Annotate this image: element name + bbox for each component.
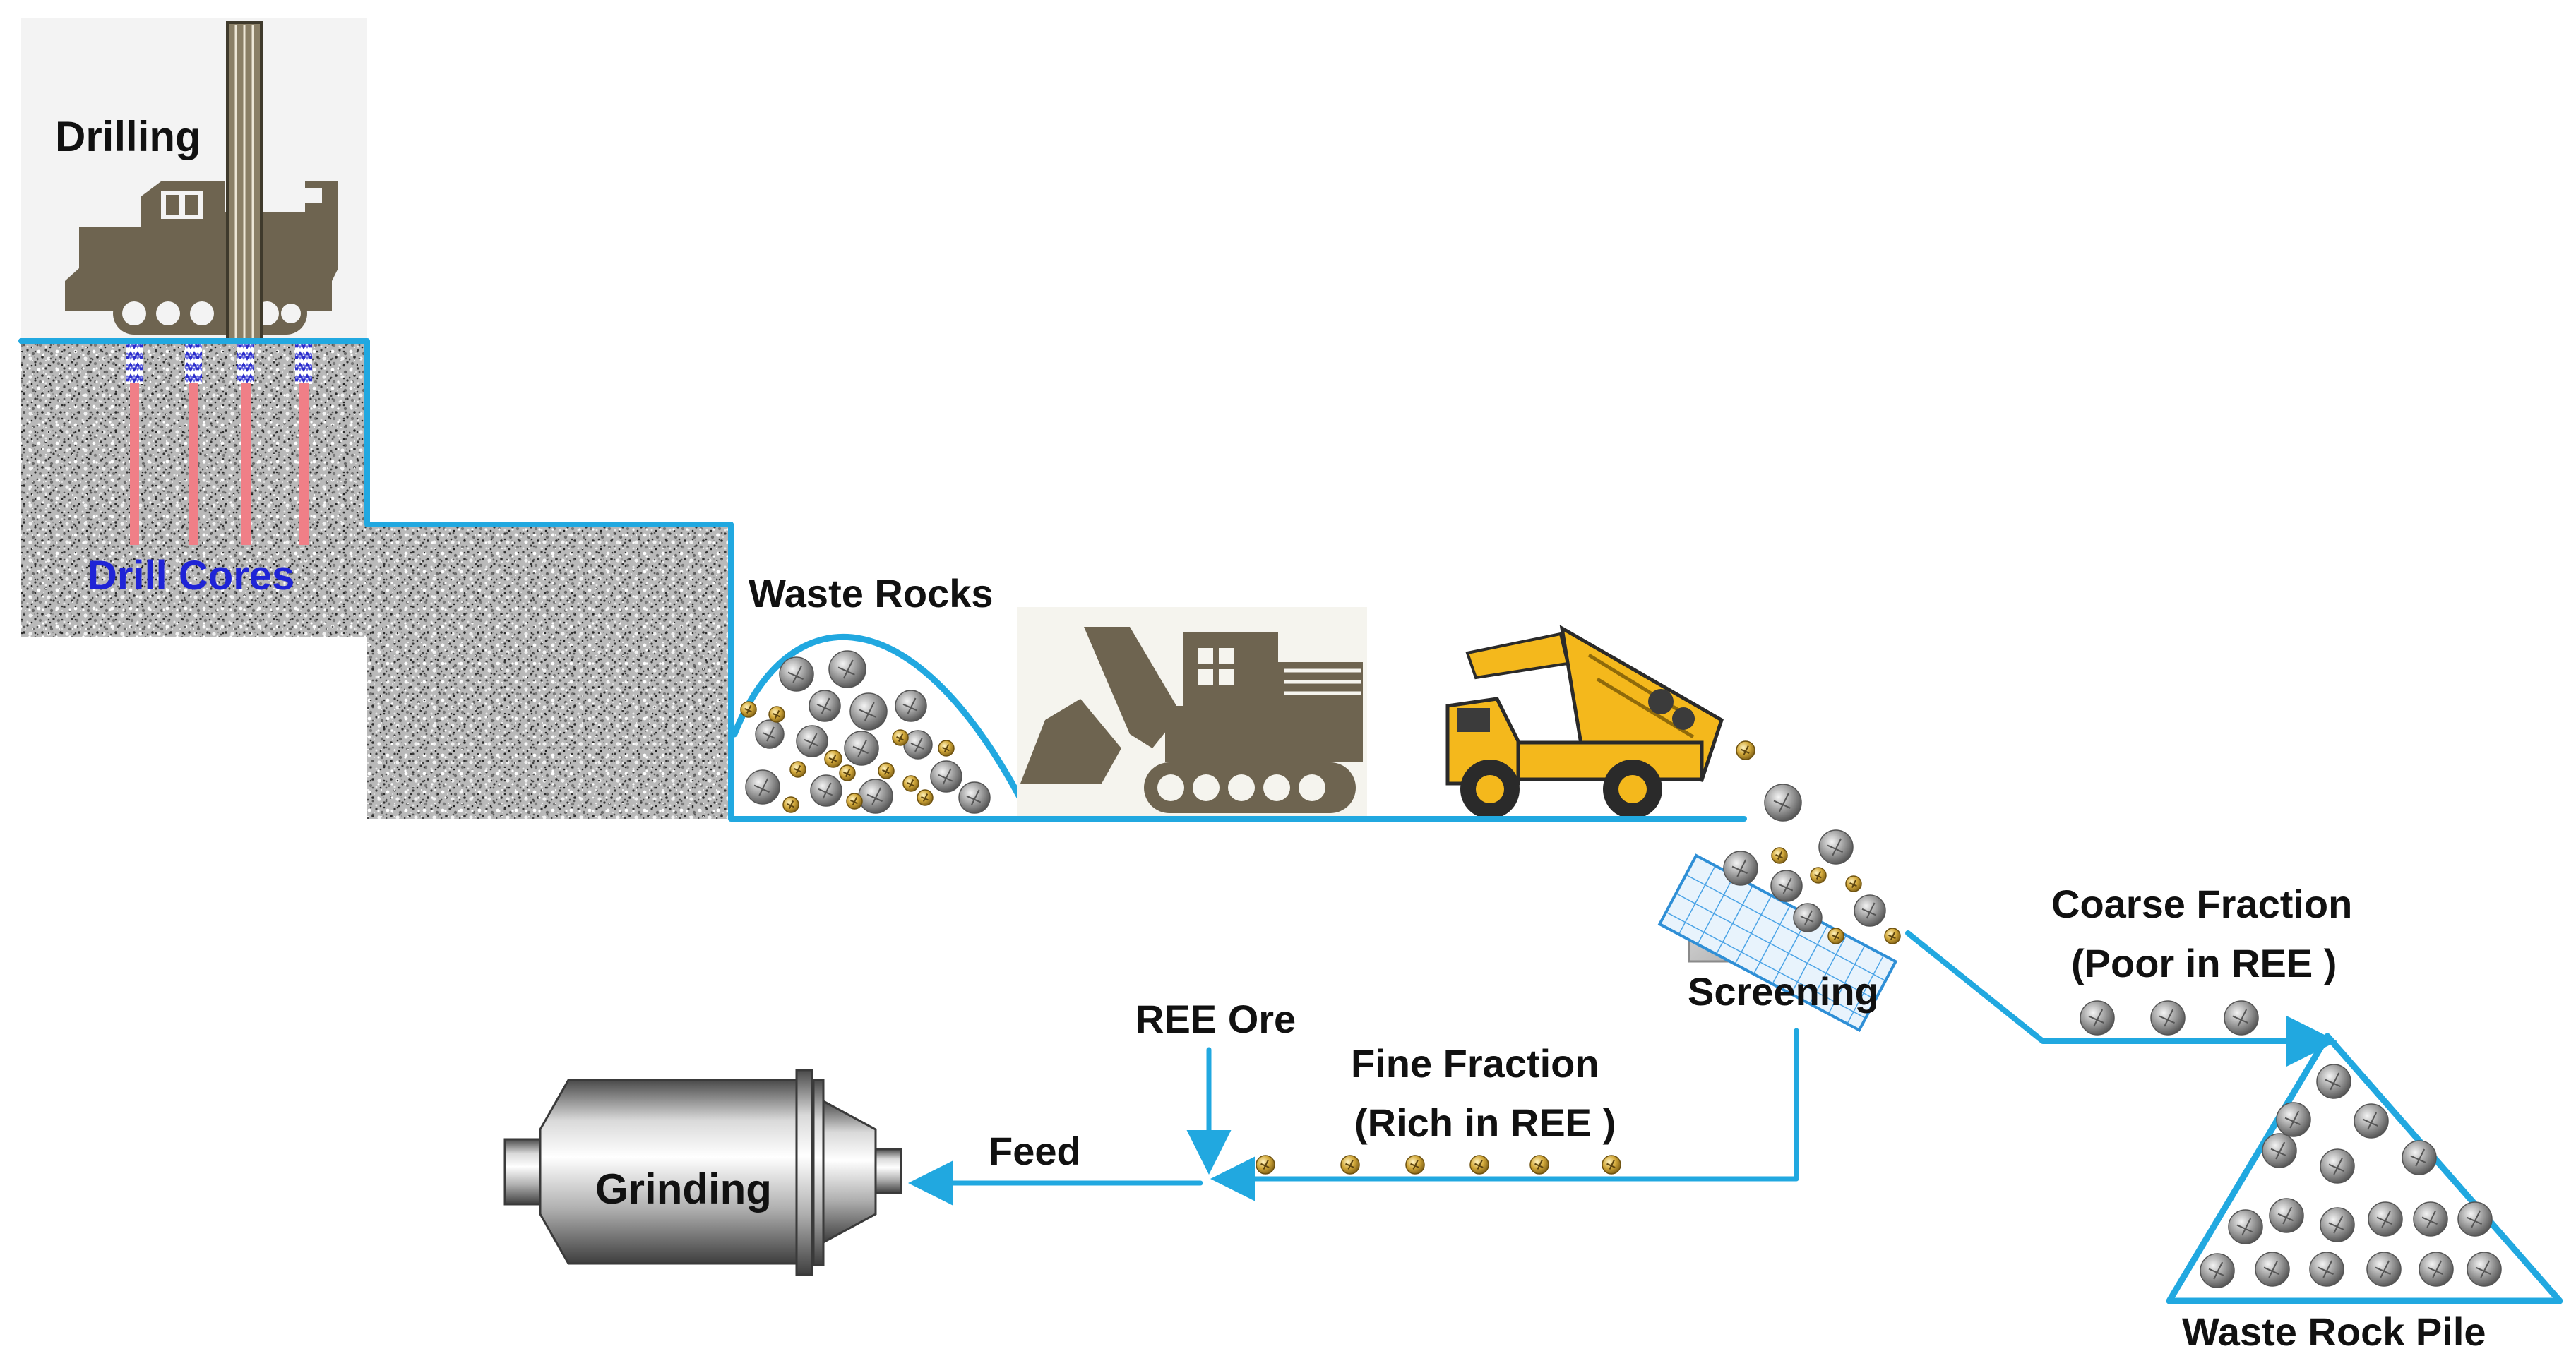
rock-particle	[2457, 1201, 2493, 1237]
rock-particle	[844, 731, 879, 766]
rock-particle	[1770, 870, 1803, 902]
ore-particle	[1771, 847, 1788, 864]
coarse-fraction-particles	[2080, 1000, 2259, 1036]
rock-particle	[755, 719, 785, 749]
rock-particle	[2080, 1000, 2115, 1036]
fine-fraction-particles	[1256, 1155, 1621, 1175]
rock-particle	[796, 725, 828, 757]
rock-particle	[2262, 1133, 2297, 1168]
rock-particle	[2200, 1253, 2235, 1288]
drill-core	[299, 383, 309, 545]
rock-particle	[1818, 829, 1854, 865]
coarse-fraction-note: (Poor in REE )	[2071, 941, 2337, 985]
fine-fraction-note: (Rich in REE )	[1354, 1100, 1616, 1145]
rock-particle	[1723, 851, 1758, 886]
rock-particle	[849, 692, 888, 731]
excavator-icon	[1017, 607, 1367, 819]
ore-particle	[902, 775, 919, 792]
ore-particle	[1827, 928, 1844, 944]
waste-rock-pile-label: Waste Rock Pile	[2182, 1309, 2486, 1354]
rock-particle	[809, 690, 841, 722]
drilling-label: Drilling	[55, 113, 201, 160]
rock-particle	[1854, 894, 1886, 927]
rock-particle	[2276, 1102, 2311, 1137]
rock-particle	[2413, 1201, 2448, 1237]
ree-ore-label: REE Ore	[1135, 997, 1296, 1041]
waste-rock-pile	[2166, 1033, 2563, 1304]
screen-deck-icon	[1657, 829, 1901, 1033]
rock-particle	[1764, 784, 1802, 822]
ore-particle	[1884, 928, 1901, 944]
drill-cores-label: Drill Cores	[88, 553, 294, 599]
rock-particle	[2320, 1207, 2355, 1242]
ore-particle	[917, 789, 934, 806]
ball-mill-icon	[503, 1069, 902, 1276]
ore-particle	[1810, 867, 1827, 884]
ore-particle	[740, 701, 757, 718]
rock-particle	[958, 781, 991, 814]
drill-core	[242, 383, 251, 545]
rock-particle	[2419, 1252, 2454, 1287]
ore-particle	[878, 762, 895, 779]
rock-particle	[2320, 1148, 2355, 1184]
feed-label: Feed	[989, 1129, 1081, 1173]
drill-core	[189, 383, 198, 545]
drill-rig-icon	[65, 21, 338, 344]
rock-particle	[2366, 1252, 2402, 1287]
ore-particle	[768, 706, 785, 723]
waste-rocks-label: Waste Rocks	[749, 571, 994, 616]
rock-particle	[903, 730, 933, 760]
ore-particle	[846, 793, 863, 810]
rock-particle	[2402, 1140, 2437, 1175]
rock-particle	[2269, 1198, 2304, 1233]
screening-label: Screening	[1688, 969, 1879, 1014]
drill-core	[130, 383, 139, 545]
rock-particle	[2467, 1252, 2502, 1287]
ore-particle	[1602, 1155, 1621, 1175]
ore-particle	[892, 729, 909, 746]
rock-particle	[895, 690, 927, 722]
ore-particle	[1469, 1155, 1489, 1175]
ore-particle	[824, 750, 842, 768]
rock-particle	[2354, 1103, 2389, 1139]
rock-particle	[810, 774, 842, 807]
ore-particle	[1340, 1155, 1360, 1175]
rock-particle	[2150, 1000, 2186, 1036]
grinding-label: Grinding	[595, 1165, 772, 1213]
rock-particle	[858, 779, 893, 814]
waste-rock-heap	[731, 634, 1034, 822]
ore-particle	[1736, 740, 1755, 760]
ore-particle	[1256, 1155, 1275, 1175]
ore-particle	[782, 796, 799, 813]
dump-truck-icon	[1445, 625, 1724, 819]
ore-particle	[1845, 875, 1862, 892]
rock-particle	[2316, 1064, 2351, 1099]
ore-particle	[789, 761, 806, 778]
rock-particle	[1793, 903, 1823, 932]
flow-lines	[18, 338, 2337, 1206]
drill-holes	[126, 344, 312, 545]
rock-particle	[2255, 1252, 2290, 1287]
falling-rock-particles	[1736, 740, 1802, 822]
rock-particle	[2224, 1000, 2259, 1036]
ore-particle	[839, 764, 856, 781]
rock-particle	[745, 769, 780, 805]
fine-fraction-label: Fine Fraction	[1351, 1041, 1599, 1086]
ore-particle	[938, 740, 955, 757]
rock-particle	[779, 656, 814, 692]
coarse-fraction-label: Coarse Fraction	[2051, 882, 2352, 926]
rock-particle	[2309, 1252, 2344, 1287]
ore-particle	[1405, 1155, 1425, 1175]
rock-particle	[2228, 1209, 2263, 1244]
rock-particle	[2368, 1201, 2403, 1237]
rock-particle	[828, 650, 866, 688]
ore-particle	[1530, 1155, 1549, 1175]
rock-particle	[930, 760, 962, 793]
